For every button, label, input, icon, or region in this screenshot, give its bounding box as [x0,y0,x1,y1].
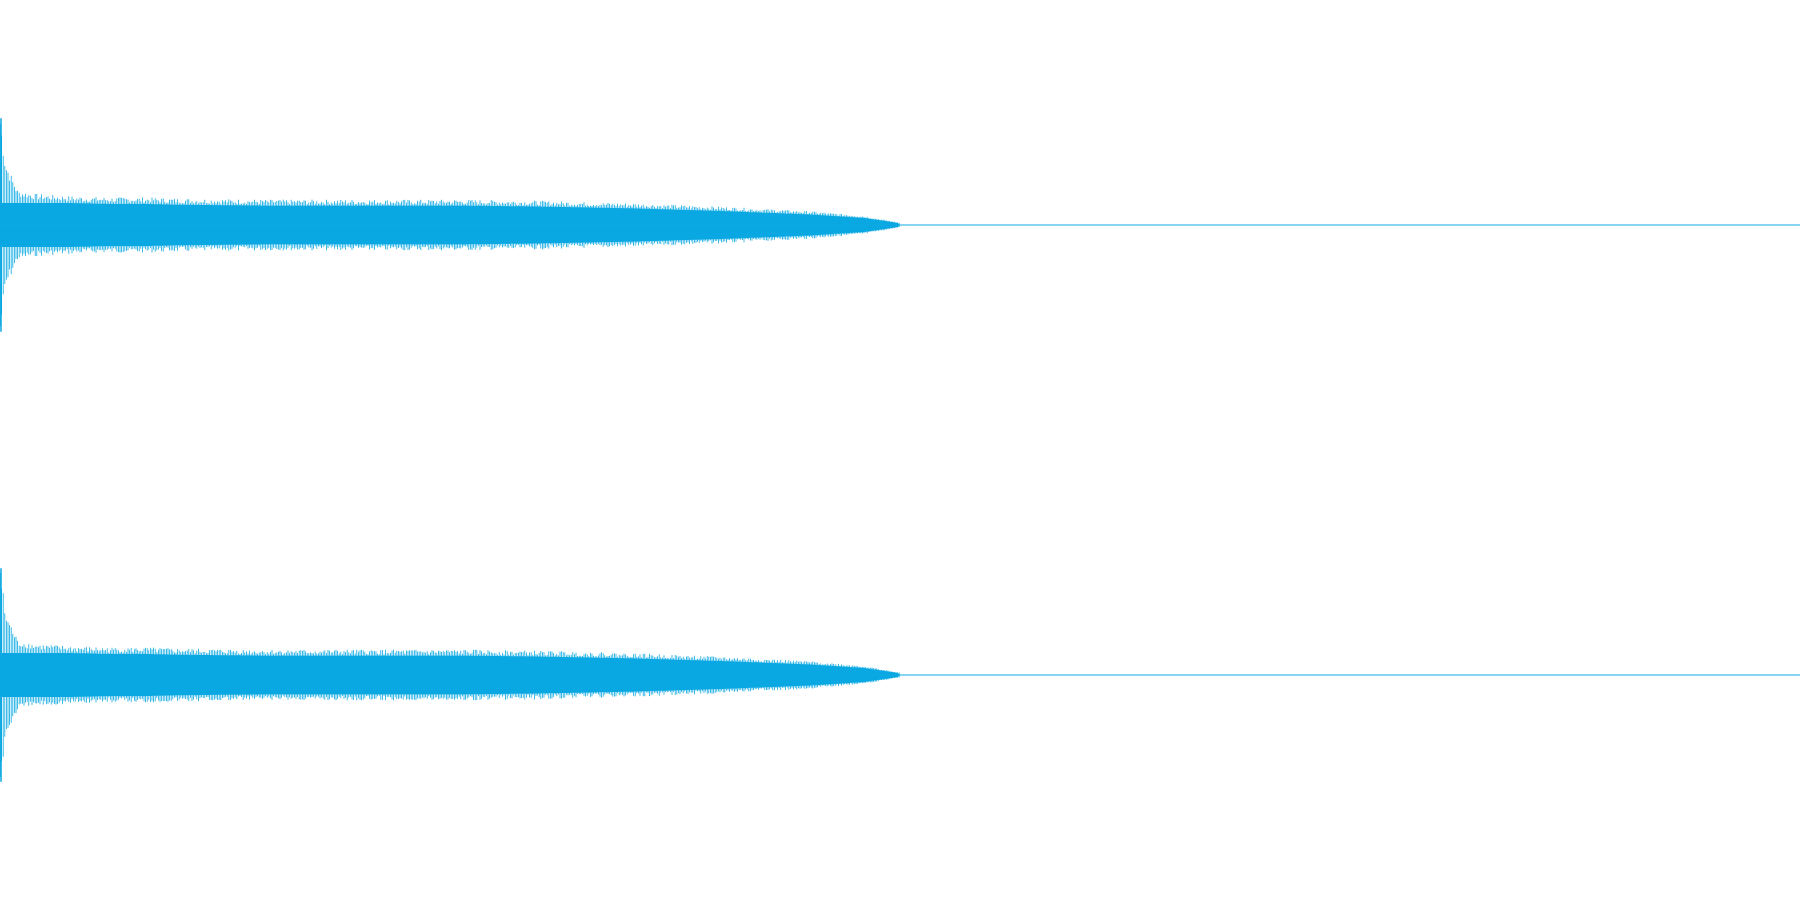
channel-1-waveform [0,118,1800,332]
channel-2-waveform [0,568,1800,782]
